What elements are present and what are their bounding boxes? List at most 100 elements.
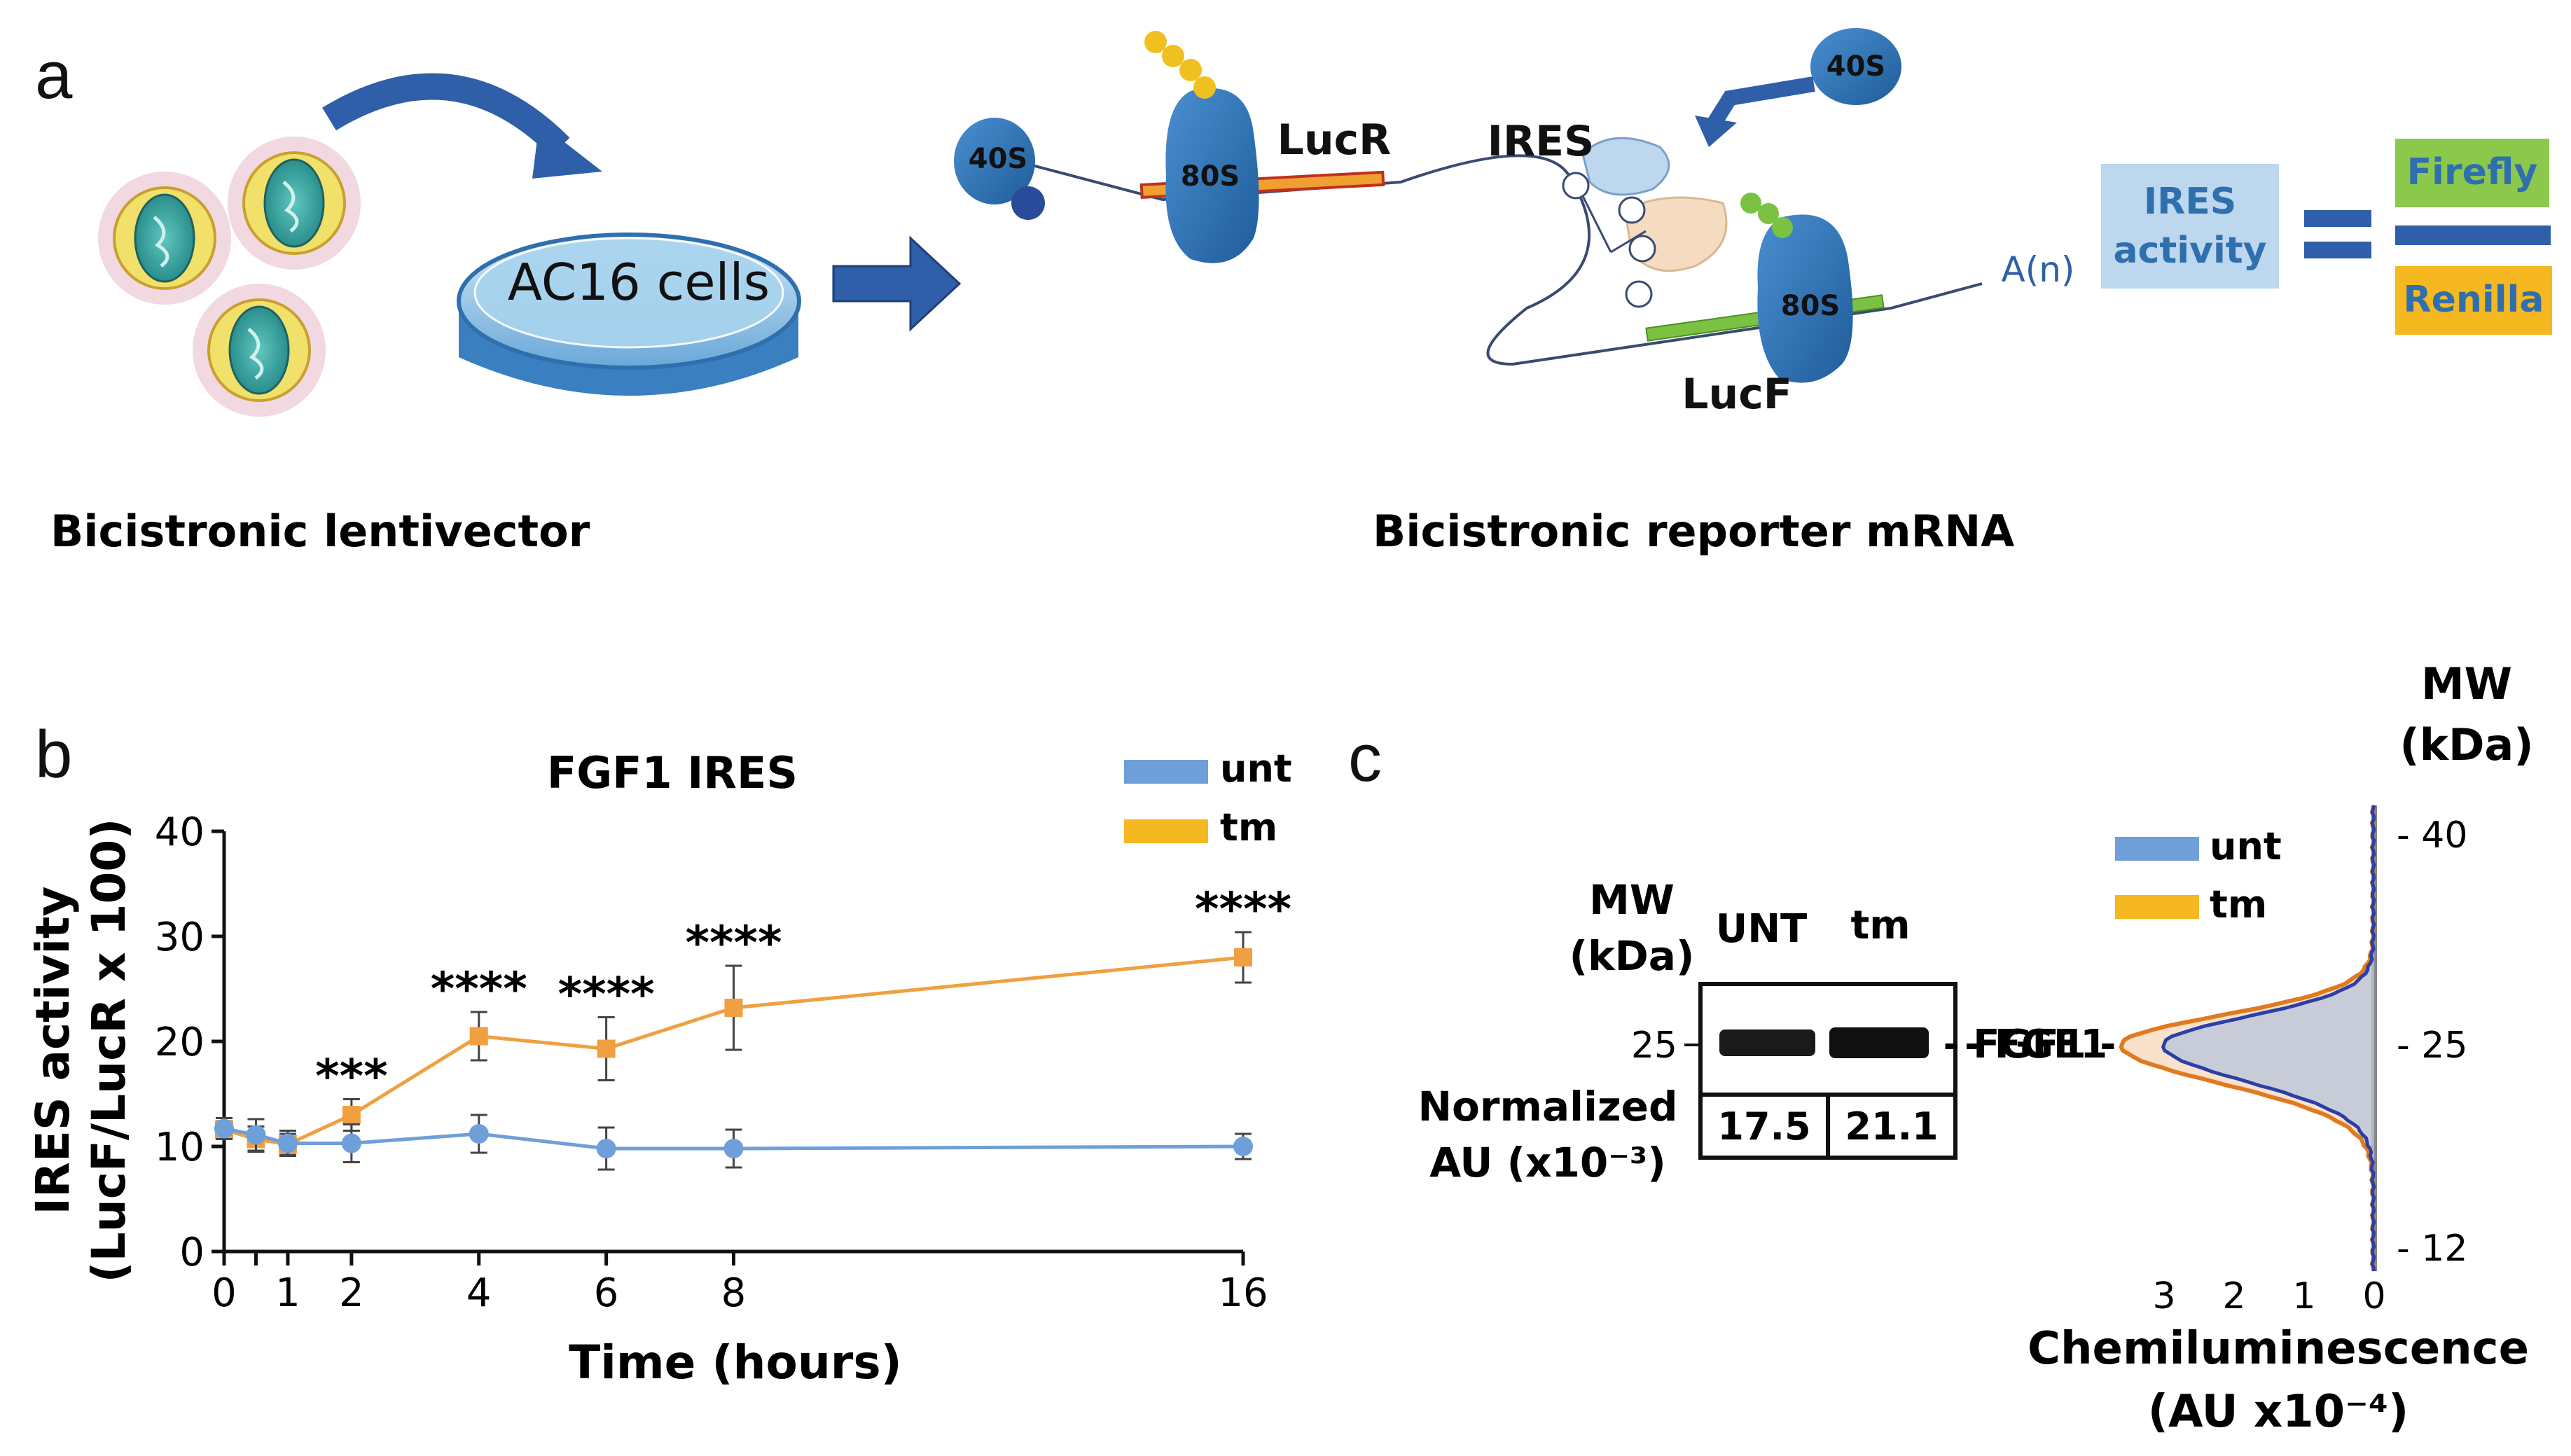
blot-band-unt xyxy=(1719,1029,1815,1056)
firefly-label: Firefly xyxy=(2407,151,2538,193)
y-tick-label: 20 xyxy=(155,1020,205,1065)
normalized-value-tm: 21.1 xyxy=(1845,1104,1938,1149)
point-tm xyxy=(469,1027,488,1046)
mrna-caption: Bicistronic reporter mRNA xyxy=(1373,506,2014,557)
chart-c-xlabel-1: Chemiluminescence xyxy=(2028,1323,2529,1375)
point-unt xyxy=(246,1125,266,1145)
point-tm xyxy=(342,1106,361,1124)
normalized-value-unt: 17.5 xyxy=(1717,1104,1810,1149)
x-tick-label: 0 xyxy=(212,1270,237,1316)
peak-label: - FGF1 - xyxy=(1943,1022,2116,1067)
firefly-box xyxy=(2395,139,2549,207)
chart-c-mw-title-2: (kDa) xyxy=(2399,719,2533,770)
y-tick-label: 0 xyxy=(179,1230,205,1275)
significance-stars: *** xyxy=(315,1050,388,1104)
ires-activity-box xyxy=(2101,164,2279,289)
chart-c-ytick-25: - 25 xyxy=(2397,1025,2467,1067)
point-tm xyxy=(597,1039,616,1058)
significance-stars: **** xyxy=(685,916,782,970)
lane-label-unt: UNT xyxy=(1716,906,1808,952)
legend-unt-swatch xyxy=(1124,760,1208,784)
significance-stars: **** xyxy=(558,968,655,1022)
lucr-label: LucR xyxy=(1277,116,1392,165)
chart-b-title: FGF1 IRES xyxy=(547,747,798,798)
x-tick-label: 4 xyxy=(466,1270,492,1316)
point-unt xyxy=(277,1133,298,1153)
ires-activity-line1: IRES xyxy=(2144,181,2236,223)
x-tick-label: 1 xyxy=(275,1270,300,1316)
polya-label: A(n) xyxy=(2002,249,2075,290)
chart-c-plot: 3 2 1 0 xyxy=(2119,805,2386,1317)
chart-c-xlabel-2: (AU x10⁻⁴) xyxy=(2148,1386,2409,1438)
point-unt xyxy=(723,1139,744,1158)
y-tick-label: 30 xyxy=(155,915,205,960)
blot-mw-label-1: MW xyxy=(1589,876,1675,924)
arrow-right-icon xyxy=(832,235,962,332)
normalized-label-1: Normalized xyxy=(1418,1083,1678,1130)
ribosome-80s-left xyxy=(1165,88,1259,263)
legend-c-unt-swatch xyxy=(2115,837,2199,861)
mrna-diagram xyxy=(954,28,1983,383)
lentivirus-illustration xyxy=(98,137,361,417)
legend-unt-label: unt xyxy=(1220,747,1292,791)
dish-label: AC16 cells xyxy=(508,253,770,312)
point-unt xyxy=(596,1139,616,1158)
renilla-box xyxy=(2395,266,2552,335)
point-unt xyxy=(1233,1137,1253,1156)
petri-dish-illustration xyxy=(457,233,801,396)
chart-c-ytick-40: - 40 xyxy=(2397,814,2467,857)
x-tick-label: 8 xyxy=(721,1270,747,1316)
ribosome-40s-right xyxy=(1810,28,1901,105)
lucf-label: LucF xyxy=(1682,370,1792,419)
y-tick-label: 40 xyxy=(155,810,205,855)
significance-stars: **** xyxy=(431,962,527,1016)
legend-tm-swatch xyxy=(1124,819,1208,843)
chart-c-ytick-12: - 12 xyxy=(2397,1228,2467,1270)
equals-sign-top xyxy=(2304,210,2371,227)
point-unt xyxy=(469,1124,489,1144)
x-tick-label: 6 xyxy=(594,1270,619,1316)
x-tick-label: 1 xyxy=(2292,1275,2315,1317)
chart-b-ylabel-1: IRES activity xyxy=(26,886,80,1214)
curved-arrow-head-icon xyxy=(532,123,602,179)
ires-activity-line2: activity xyxy=(2113,230,2266,272)
blot-band-label: - FGF1 xyxy=(1964,1022,2107,1067)
fraction-bar xyxy=(2395,226,2551,245)
ribosome-40s-left xyxy=(954,118,1035,204)
point-unt xyxy=(214,1118,234,1139)
renilla-label: Renilla xyxy=(2404,279,2544,321)
ribosome-80s-right xyxy=(1757,214,1853,383)
chart-b-xlabel: Time (hours) xyxy=(569,1336,902,1389)
legend-c-tm-label: tm xyxy=(2210,882,2267,927)
ribosome-40s-right-label: 40S xyxy=(1827,50,1885,83)
legend-tm-label: tm xyxy=(1220,805,1277,850)
x-tick-label: 16 xyxy=(1218,1270,1268,1316)
blot-marker-25: 25 xyxy=(1631,1025,1677,1067)
normalized-label-2: AU (x10⁻³) xyxy=(1429,1139,1666,1186)
ribosome-80s-right-label: 80S xyxy=(1781,290,1840,322)
legend-c-unt-label: unt xyxy=(2210,824,2282,868)
panel-b-letter: b xyxy=(35,717,72,792)
ribosome-recruit-arrow-icon xyxy=(1705,76,1815,130)
panel-a-letter: a xyxy=(35,38,73,113)
curved-arrow-icon xyxy=(322,73,570,157)
significance-stars: **** xyxy=(1195,882,1291,936)
chart-b-ylabel-2: (LucF/LucR x 100) xyxy=(82,819,136,1283)
panel-c-letter: c xyxy=(1348,721,1382,796)
point-tm xyxy=(1234,948,1252,966)
ribosome-80s-left-label: 80S xyxy=(1181,160,1240,193)
x-tick-label: 0 xyxy=(2362,1275,2385,1317)
lentivector-caption: Bicistronic lentivector xyxy=(50,506,590,557)
chart-c-mw-title-1: MW xyxy=(2421,658,2512,709)
x-tick-label: 3 xyxy=(2152,1275,2175,1317)
x-tick-label: 2 xyxy=(339,1270,364,1316)
point-unt xyxy=(341,1133,361,1153)
blot-band-tm xyxy=(1829,1027,1929,1058)
x-tick-label: 2 xyxy=(2222,1275,2245,1317)
profile-line-unt xyxy=(2161,805,2376,1272)
ires-label: IRES xyxy=(1488,117,1595,166)
point-tm xyxy=(724,999,743,1017)
blot-mw-label-2: (kDa) xyxy=(1569,932,1695,980)
legend-c-tm-swatch xyxy=(2115,895,2199,919)
